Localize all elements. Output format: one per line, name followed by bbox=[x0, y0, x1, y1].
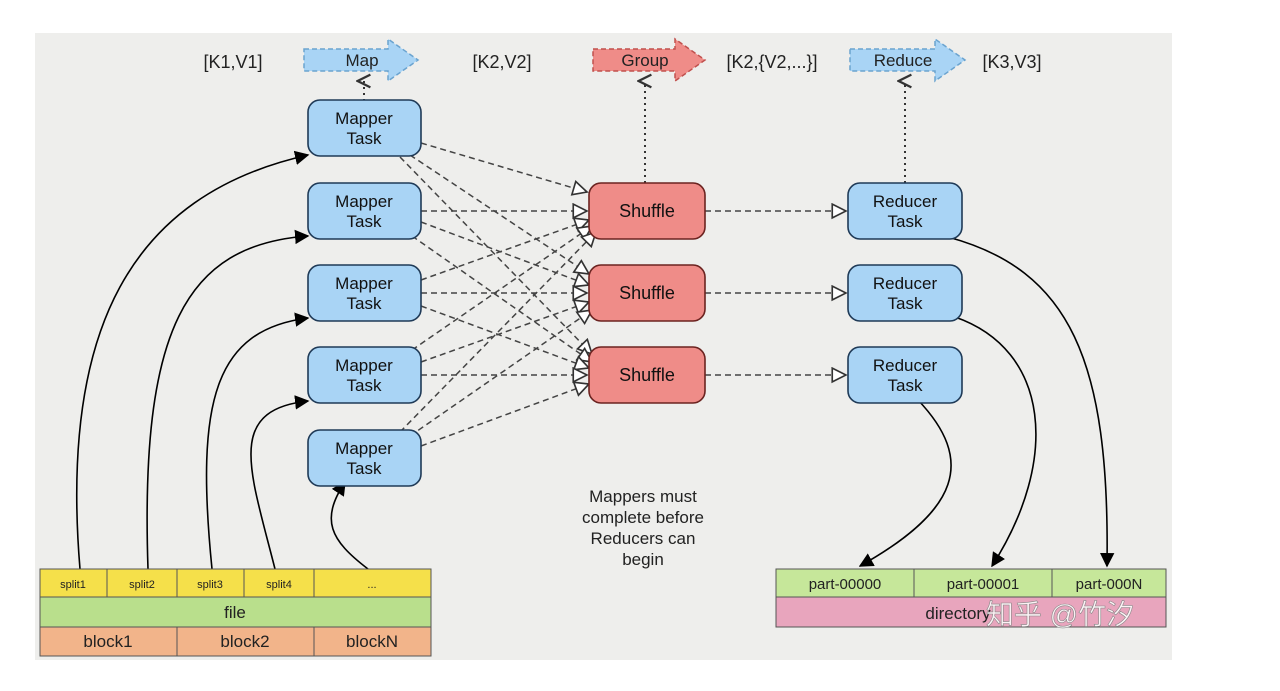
mapper-to-shuffle-edges bbox=[399, 142, 596, 447]
directory-bar bbox=[775, 596, 1167, 628]
map-arrow-shape: Map bbox=[303, 37, 420, 83]
svg-text:complete before: complete before bbox=[582, 508, 704, 527]
shuffle-node-1: Shuffle bbox=[588, 182, 706, 240]
svg-text:split2: split2 bbox=[129, 579, 155, 591]
svg-text:Shuffle: Shuffle bbox=[619, 201, 675, 221]
reducer-to-part-edges bbox=[858, 236, 1115, 568]
svg-text:split4: split4 bbox=[266, 579, 292, 591]
group-label: Group bbox=[621, 51, 668, 70]
map-label: Map bbox=[345, 51, 378, 70]
mapper-task-4: Mapper Task bbox=[307, 346, 422, 404]
svg-text:Mapper: Mapper bbox=[335, 192, 393, 211]
split-to-mapper-edges bbox=[75, 150, 369, 570]
svg-text:Mappers must: Mappers must bbox=[589, 487, 697, 506]
svg-text:Task: Task bbox=[347, 129, 382, 148]
label-k1v1: [K1,V1] bbox=[203, 52, 262, 72]
group-arrow-shape: Group bbox=[592, 37, 707, 83]
svg-text:Shuffle: Shuffle bbox=[619, 283, 675, 303]
part-cell-n bbox=[1051, 568, 1167, 598]
svg-text:Task: Task bbox=[347, 294, 382, 313]
reducer-task-2: Reducer Task bbox=[847, 264, 963, 322]
input-labels: split1 split2 split3 split4 ... file blo… bbox=[60, 579, 398, 651]
svg-text:Mapper: Mapper bbox=[335, 109, 393, 128]
output-directory-structure bbox=[775, 568, 1167, 628]
label-k3v3: [K3,V3] bbox=[982, 52, 1041, 72]
svg-text:Reducer: Reducer bbox=[873, 192, 938, 211]
part-cell-1 bbox=[775, 568, 915, 598]
svg-text:begin: begin bbox=[622, 550, 664, 569]
svg-text:Mapper: Mapper bbox=[335, 274, 393, 293]
block-row bbox=[39, 626, 432, 657]
mapper-task-2: Mapper Task bbox=[307, 182, 422, 240]
svg-text:Task: Task bbox=[888, 212, 923, 231]
svg-text:part-00000: part-00000 bbox=[809, 576, 882, 593]
reduce-label: Reduce bbox=[874, 51, 933, 70]
block-cell-1 bbox=[39, 626, 178, 657]
svg-text:Task: Task bbox=[347, 459, 382, 478]
svg-text:block2: block2 bbox=[220, 632, 269, 651]
svg-text:...: ... bbox=[367, 579, 376, 591]
svg-text:Reducer: Reducer bbox=[873, 356, 938, 375]
mapper-task-3: Mapper Task bbox=[307, 264, 422, 322]
svg-text:Mapper: Mapper bbox=[335, 439, 393, 458]
part-cell-2 bbox=[913, 568, 1053, 598]
mapper-task-5: Mapper Task bbox=[307, 429, 422, 487]
directory-label: directory bbox=[925, 604, 991, 623]
svg-text:Task: Task bbox=[888, 294, 923, 313]
svg-text:split1: split1 bbox=[60, 579, 86, 591]
shuffle-node-2: Shuffle bbox=[588, 264, 706, 322]
mapper-task-1: Mapper Task bbox=[307, 99, 422, 157]
shuffle-to-reducer-edges bbox=[705, 211, 846, 375]
svg-text:Reducers can: Reducers can bbox=[591, 529, 696, 548]
svg-text:block1: block1 bbox=[83, 632, 132, 651]
svg-text:Task: Task bbox=[888, 376, 923, 395]
label-k2-list: [K2,{V2,...}] bbox=[726, 52, 817, 72]
split-row bbox=[39, 568, 432, 598]
reducer-task-3: Reducer Task bbox=[847, 346, 963, 404]
svg-text:Shuffle: Shuffle bbox=[619, 365, 675, 385]
split-cell-4 bbox=[243, 568, 315, 598]
block-cell-n bbox=[313, 626, 432, 657]
svg-text:Task: Task bbox=[347, 212, 382, 231]
split-cell-3 bbox=[176, 568, 245, 598]
svg-text:Reducer: Reducer bbox=[873, 274, 938, 293]
label-k2v2: [K2,V2] bbox=[472, 52, 531, 72]
svg-text:Mapper: Mapper bbox=[335, 356, 393, 375]
zhihu-watermark: 知乎 @竹汐 bbox=[986, 599, 1134, 630]
output-labels: part-00000 part-00001 part-000N director… bbox=[809, 576, 1143, 623]
svg-text:file: file bbox=[224, 603, 246, 622]
reducer-task-1: Reducer Task bbox=[847, 182, 963, 240]
svg-text:part-000N: part-000N bbox=[1076, 576, 1143, 593]
svg-text:blockN: blockN bbox=[346, 632, 398, 651]
svg-text:part-00001: part-00001 bbox=[947, 576, 1020, 593]
svg-text:split3: split3 bbox=[197, 579, 223, 591]
shuffle-node-3: Shuffle bbox=[588, 346, 706, 404]
svg-text:Task: Task bbox=[347, 376, 382, 395]
reduce-arrow-shape: Reduce bbox=[849, 37, 967, 83]
split-cell-more bbox=[313, 568, 432, 598]
input-file-structure bbox=[39, 568, 432, 657]
mappers-must-complete-note: Mappers must complete before Reducers ca… bbox=[582, 487, 704, 569]
